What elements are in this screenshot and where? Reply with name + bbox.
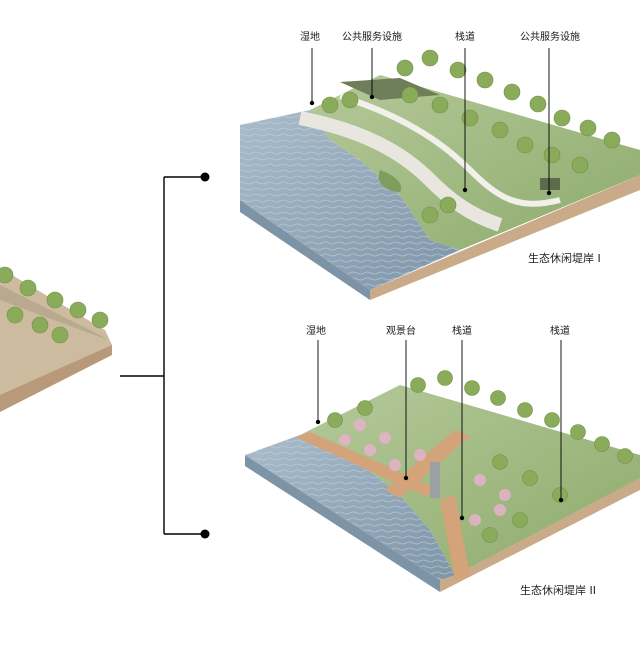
- upper-label-trestle: 栈道: [455, 32, 475, 43]
- lower-tree: [517, 402, 533, 418]
- blossom-shrub: [474, 474, 486, 486]
- lower-tree: [464, 380, 480, 396]
- upper-tree: [476, 71, 494, 89]
- lower-leader-dot-viewing-deck: [403, 475, 409, 481]
- left-tree: [91, 311, 109, 329]
- blossom-shrub: [379, 432, 391, 444]
- upper-tree: [553, 109, 571, 127]
- upper-tree: [421, 49, 439, 67]
- upper-soil-side: [370, 175, 640, 300]
- upper-tree: [529, 95, 547, 113]
- upper-tree: [461, 109, 479, 127]
- lower-tree: [410, 377, 426, 393]
- left-tree: [46, 291, 64, 309]
- lower-trestle: [440, 495, 470, 580]
- left-source-block: [0, 266, 112, 412]
- upper-embankment-block: [240, 48, 640, 300]
- blossom-shrub: [389, 459, 401, 471]
- lower-tree: [490, 390, 506, 406]
- left-block-path: [0, 285, 108, 340]
- blossom-shrub: [339, 434, 351, 446]
- left-tree: [31, 316, 49, 334]
- left-tree: [51, 326, 69, 344]
- upper-tree: [516, 136, 534, 154]
- upper-tree: [321, 96, 339, 114]
- upper-tree: [449, 61, 467, 79]
- lower-trees: [327, 370, 633, 543]
- lower-tree: [594, 436, 610, 452]
- left-block-trees: [0, 266, 109, 344]
- upper-trestle: [339, 93, 561, 207]
- upper-tree: [439, 196, 457, 214]
- upper-trees: [321, 49, 621, 224]
- lower-blossom-shrubs: [339, 419, 511, 526]
- left-tree: [69, 301, 87, 319]
- upper-leader-dot-facility-2: [546, 190, 552, 196]
- upper-label-wetland: 湿地: [300, 32, 320, 43]
- lower-water-ripples: [245, 435, 455, 580]
- lower-label-viewing-deck: 观景台: [386, 326, 416, 337]
- upper-caption: 生态休闲堤岸 I: [528, 252, 601, 265]
- left-block-side: [0, 345, 112, 412]
- lower-tree: [570, 424, 586, 440]
- lower-tree: [482, 527, 498, 543]
- lower-deck-tower: [430, 462, 440, 498]
- lower-tree: [357, 400, 373, 416]
- upper-tree: [341, 91, 359, 109]
- lower-leader-dot-trestle-2: [558, 497, 564, 503]
- upper-label-facility-2: 公共服务设施: [520, 32, 580, 43]
- upper-water-side: [240, 200, 370, 300]
- upper-tree: [571, 156, 589, 174]
- blossom-shrub: [499, 489, 511, 501]
- lower-embankment-block: [245, 340, 640, 592]
- blossom-shrub: [494, 504, 506, 516]
- upper-facility-2: [540, 178, 560, 190]
- lower-label-trestle-1: 栈道: [452, 326, 472, 337]
- blossom-shrub: [414, 449, 426, 461]
- lower-tree: [617, 448, 633, 464]
- upper-tree: [421, 206, 439, 224]
- upper-tree: [396, 59, 414, 77]
- lower-leader-dot-trestle-1: [459, 515, 465, 521]
- upper-leader-dot-facility-1: [369, 94, 375, 100]
- lower-tree: [327, 412, 343, 428]
- lower-leader-dot-wetland: [315, 419, 321, 425]
- lower-tree: [522, 470, 538, 486]
- lower-soil-side: [440, 478, 640, 592]
- lower-tree: [544, 412, 560, 428]
- lower-viewing-deck: [385, 430, 470, 498]
- upper-leader-dot-wetland: [309, 100, 315, 106]
- blossom-shrub: [469, 514, 481, 526]
- upper-label-facility-1: 公共服务设施: [342, 32, 402, 43]
- bracket-connector: [120, 172, 210, 539]
- upper-tree: [503, 83, 521, 101]
- blossom-shrub: [354, 419, 366, 431]
- upper-water-ripples: [240, 110, 460, 290]
- lower-tree: [437, 370, 453, 386]
- upper-tree: [401, 86, 419, 104]
- lower-tree: [512, 512, 528, 528]
- upper-tree: [431, 96, 449, 114]
- upper-leader-dot-trestle: [462, 187, 468, 193]
- lower-water-side: [245, 455, 440, 592]
- upper-tree: [603, 131, 621, 149]
- upper-tree: [543, 146, 561, 164]
- lower-caption: 生态休闲堤岸 II: [520, 584, 596, 597]
- left-tree: [6, 306, 24, 324]
- blossom-shrub: [364, 444, 376, 456]
- upper-island: [378, 170, 402, 192]
- left-tree: [19, 279, 37, 297]
- lower-label-trestle-2: 栈道: [550, 326, 570, 337]
- lower-tree: [492, 454, 508, 470]
- bracket-upper-dot: [200, 172, 210, 182]
- bracket-lower-dot: [200, 529, 210, 539]
- upper-tree: [579, 119, 597, 137]
- upper-promenade: [298, 111, 503, 232]
- upper-tree: [491, 121, 509, 139]
- left-tree: [0, 266, 14, 284]
- lower-label-wetland: 湿地: [306, 326, 326, 337]
